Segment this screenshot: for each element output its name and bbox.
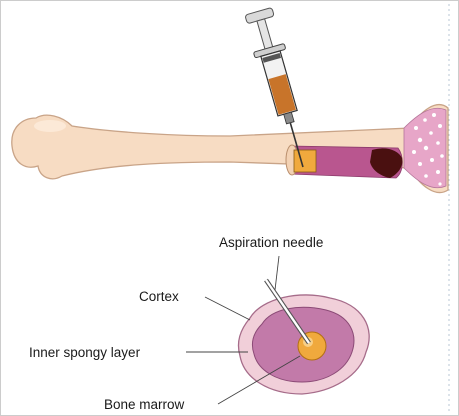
marrow-sample-plug — [294, 150, 316, 172]
syringe-plunger-rod — [257, 19, 273, 50]
label-bone-marrow: Bone marrow — [104, 397, 184, 413]
long-bone — [12, 105, 448, 193]
leader-needle — [275, 256, 279, 290]
leader-cortex — [205, 297, 250, 320]
label-cortex: Cortex — [139, 289, 179, 305]
label-aspiration-needle: Aspiration needle — [219, 235, 323, 251]
bone-cross-section — [238, 295, 369, 394]
label-inner-spongy-layer: Inner spongy layer — [29, 345, 140, 361]
syringe-hub — [284, 112, 294, 124]
bone-highlight — [34, 120, 66, 132]
